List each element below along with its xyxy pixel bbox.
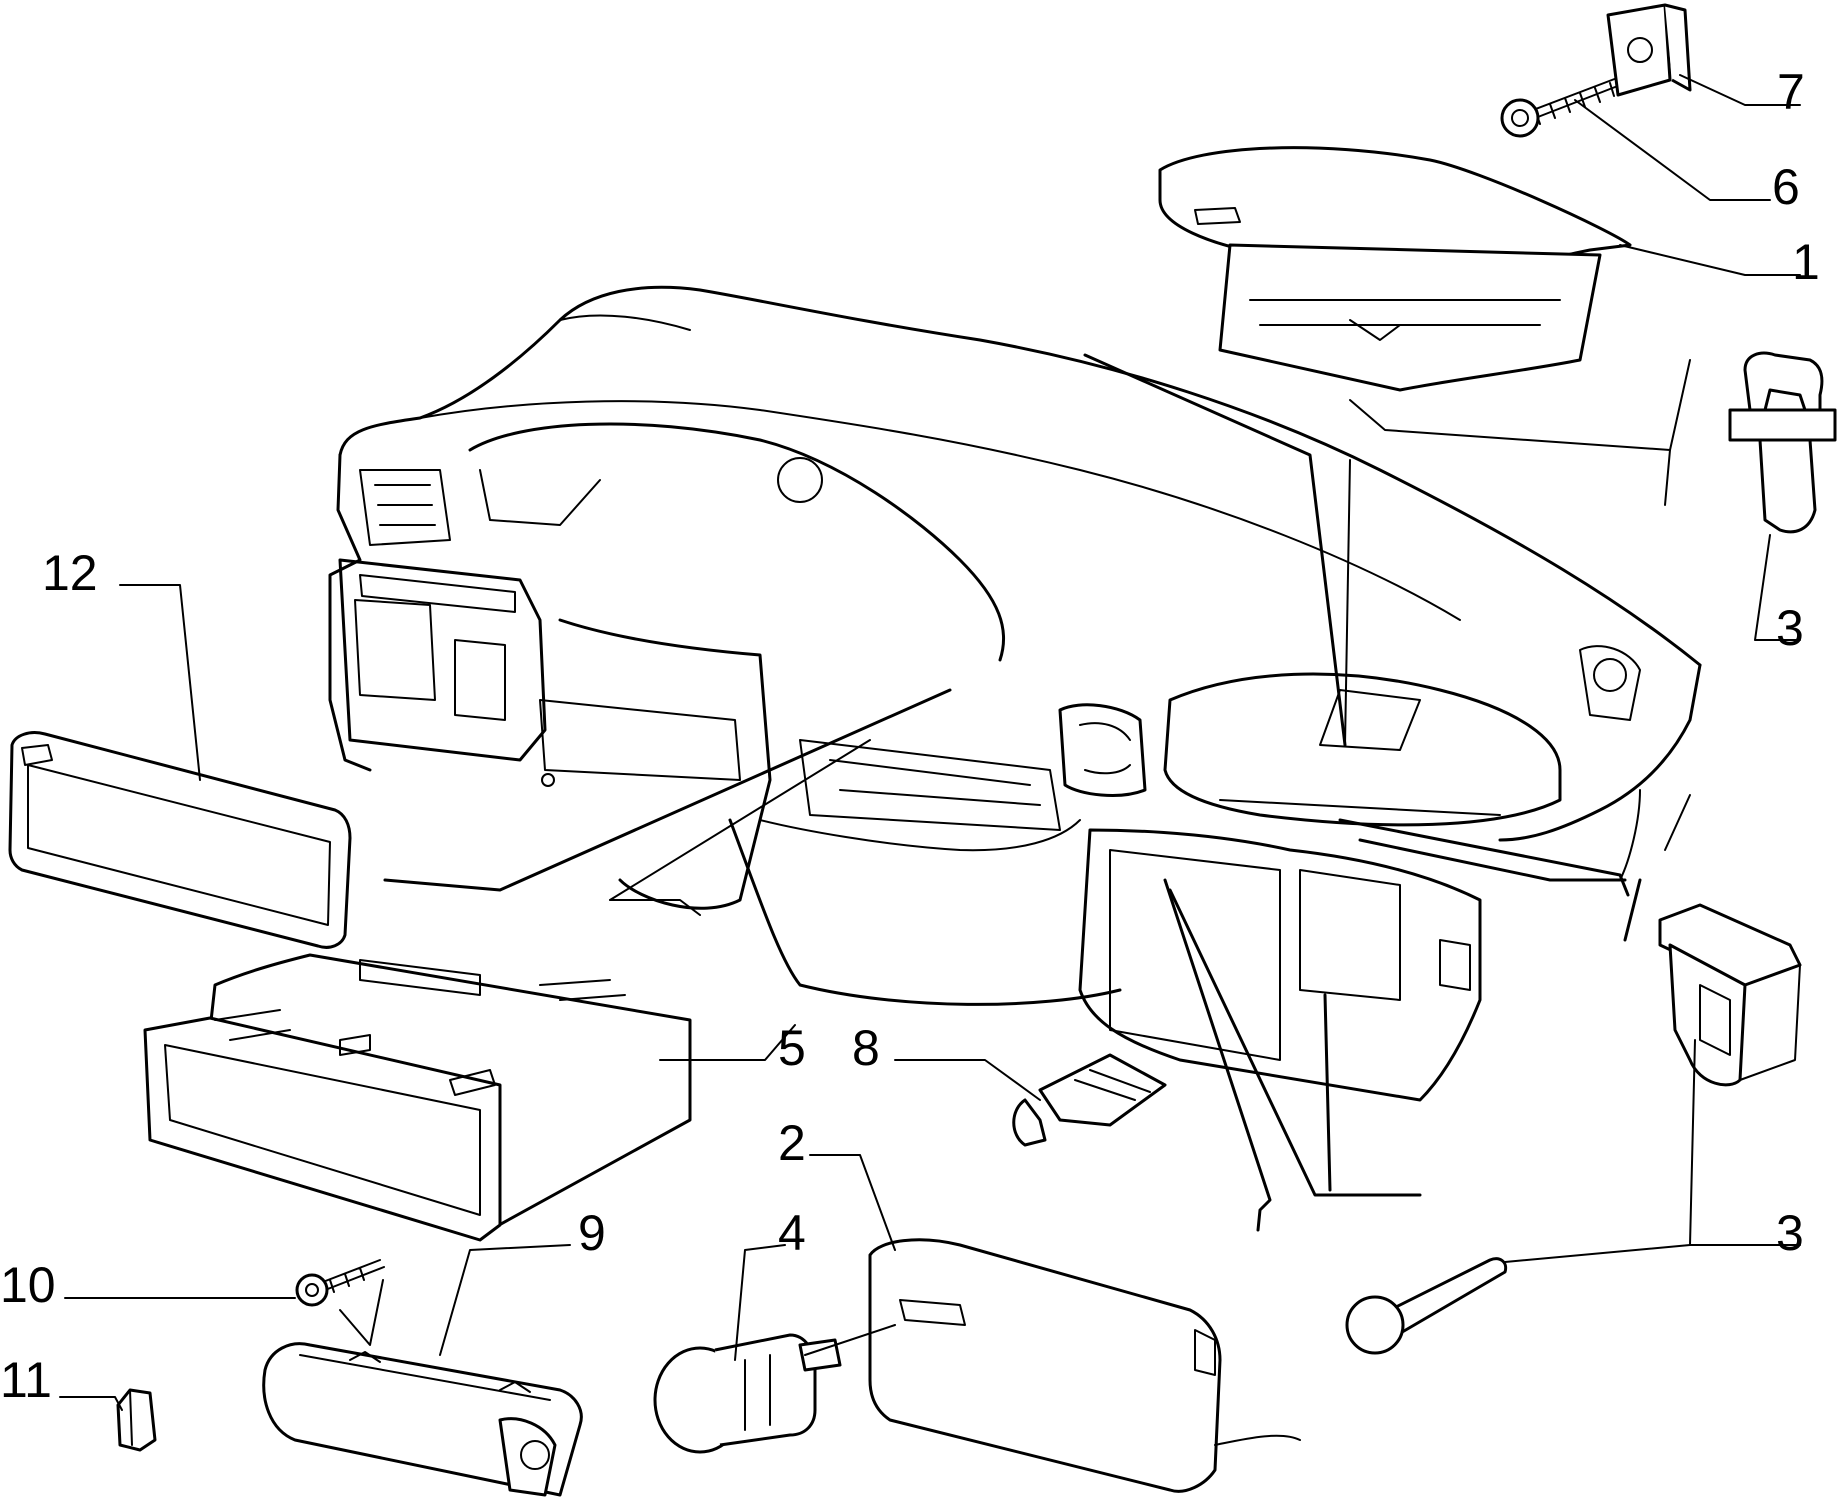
leader-3b-a [1504,1039,1696,1263]
part-12-frame [8,731,352,949]
part-9-ashtray [262,1342,583,1497]
callout-2: 2 [778,1115,806,1171]
part-4-lighter [653,1333,842,1454]
callout-12: 12 [42,545,98,601]
leader-1 [1619,244,1801,276]
callout-7: 7 [1777,64,1805,120]
part-8-clip [1012,1053,1167,1147]
callout-9: 9 [578,1205,606,1261]
leader-6 [1574,99,1771,201]
part-7-nut [1606,3,1692,97]
part-2-panel [868,1238,1301,1493]
leader-5 [659,1024,796,1061]
callout-10: 10 [0,1257,56,1313]
callout-8: 8 [852,1020,880,1076]
callout-3-lower: 3 [1776,1205,1804,1261]
leader-2 [809,1154,896,1251]
part-3-clip-upper [1728,351,1837,534]
callout-3-upper: 3 [1776,600,1804,656]
part-6-screw [1500,74,1629,138]
callout-labels: 1 6 7 3 3 12 5 8 2 4 9 10 11 [0,64,1820,1408]
leader-4 [734,1244,786,1361]
part-1-cover [1158,146,1632,392]
part-10-screw [295,1259,385,1307]
dashboard-assembly [328,285,1702,1102]
leader-8 [894,1059,1041,1101]
part-11-clip [116,1388,157,1452]
callout-1: 1 [1792,234,1820,290]
leader-9 [439,1244,571,1356]
part-switch-block [1658,903,1802,1087]
leader-12 [119,584,201,781]
callout-11: 11 [0,1352,52,1408]
part-5-housing [143,953,692,1242]
leader-lines [339,353,1691,1356]
leader-3a [1754,534,1801,641]
callout-4: 4 [778,1205,806,1261]
callout-6: 6 [1772,159,1800,215]
part-3-pin-lower [1345,1257,1508,1355]
callout-5: 5 [778,1020,806,1076]
leader-7 [1679,74,1801,106]
callout-leaders [59,74,1801,1411]
leader-11 [59,1396,123,1411]
